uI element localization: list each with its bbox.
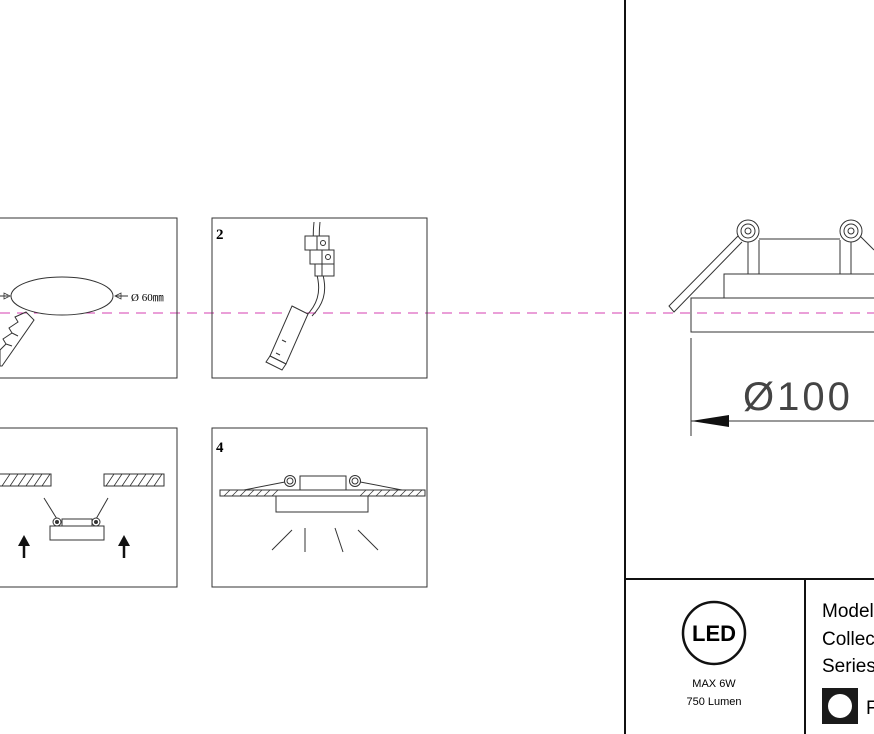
step-panel-2: 2 xyxy=(211,217,428,379)
model-label: Model xyxy=(822,601,874,622)
hole-dimension: Ø 60㎜ xyxy=(131,292,164,304)
step-panel-4: 4 xyxy=(211,427,428,588)
fixture-icon xyxy=(43,497,109,541)
lumen-rating: 750 Lumen xyxy=(686,696,741,708)
info-block: Model Collec Series F xyxy=(822,601,874,724)
step-panel-1: Ø 60㎜ xyxy=(0,217,178,379)
diameter-dimension: Ø100 xyxy=(690,338,874,436)
power-rating: MAX 6W xyxy=(692,678,736,690)
installed-fixture-icon xyxy=(243,475,403,513)
collection-label: Collec xyxy=(822,629,874,650)
finish-circle-icon xyxy=(828,694,852,718)
diameter-label: Ø100 xyxy=(743,375,853,419)
fixture-side-view xyxy=(668,219,874,333)
arrow-up-icon xyxy=(18,535,30,558)
driver-icon xyxy=(265,305,309,371)
finish-label: F xyxy=(866,698,874,719)
panel-number-4: 4 xyxy=(216,440,224,456)
series-label: Series xyxy=(822,656,874,677)
saw-icon xyxy=(0,311,35,367)
terminal-block-icon xyxy=(304,235,335,277)
light-rays xyxy=(271,527,379,553)
panel-number-2: 2 xyxy=(216,227,224,243)
ceiling-hole xyxy=(10,276,114,316)
led-label: LED xyxy=(692,621,736,646)
arrow-up-icon xyxy=(118,535,130,558)
led-badge: LED MAX 6W 750 Lumen xyxy=(681,600,747,708)
step-panel-3 xyxy=(0,427,178,588)
